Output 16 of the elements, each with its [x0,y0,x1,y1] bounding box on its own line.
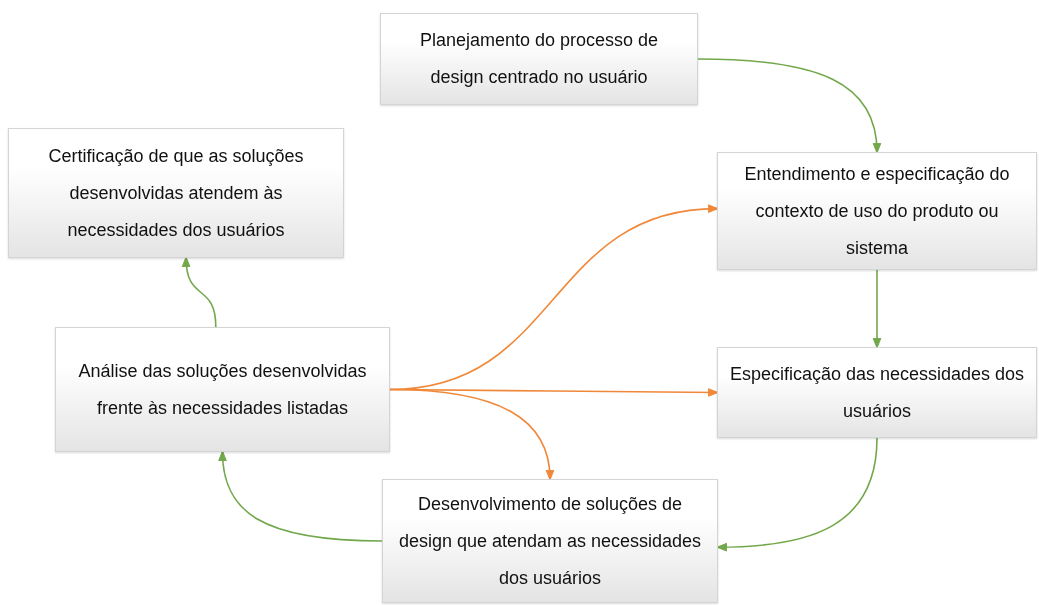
box-label: Desenvolvimento de soluções de design que atendam as necessidades dos usuários [397,492,703,590]
process-box [8,128,344,258]
box-label: Certificação de que as soluções desenvolvidas atendem às necessidades dos usuários [47,144,305,242]
process-box [382,479,718,603]
process-box [717,347,1037,438]
arrow [716,437,878,552]
box-label: Entendimento e especificação do contexto de uso do produto ou sistema [743,162,1011,260]
process-box [380,13,698,105]
arrow [182,256,217,328]
process-box [55,327,390,452]
box-label: Especificação das necessidades dos usuários [728,362,1026,423]
arrow [218,450,383,542]
process-box [717,152,1037,270]
arrow [697,58,881,154]
box-label: Análise das soluções desenvolvidas frente às necessidades listadas [77,359,368,420]
box-label: Planejamento do processo de design centrado no usuário [418,29,660,89]
